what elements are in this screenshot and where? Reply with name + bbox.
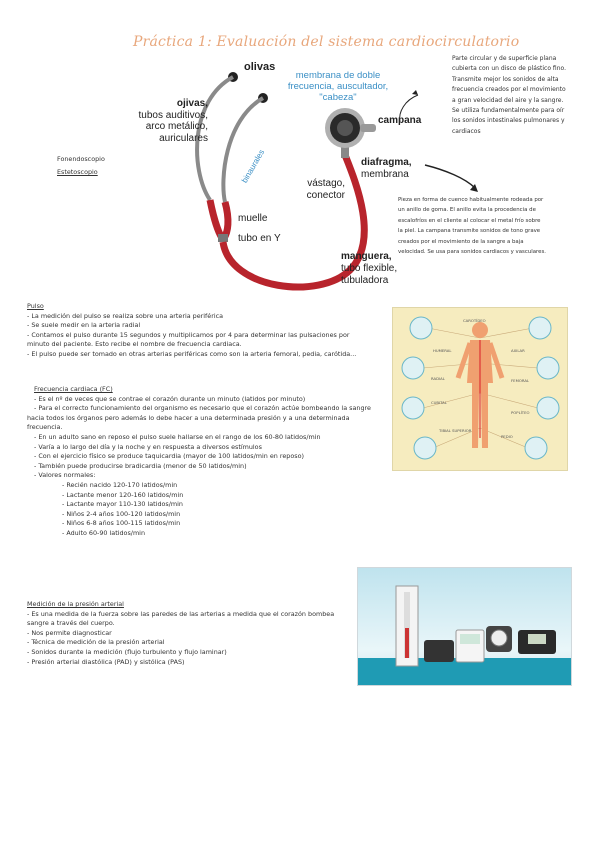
label-vastago: vástago, conector	[306, 178, 345, 201]
pulse-label-tibial: TIBIAL SUPERIOR	[439, 428, 472, 433]
label-muelle: muelle	[238, 213, 268, 224]
pulse-label-radial: RADIAL	[431, 376, 445, 381]
pulse-label-humeral: HUMERAL	[433, 348, 452, 353]
leader-lines	[399, 90, 478, 192]
label-tubo-y: tubo en Y	[238, 233, 281, 244]
label-diafragma: diafragma, membrana	[361, 157, 412, 180]
note-diafragma: Pieza en forma de cuenco habitualmente r…	[398, 197, 546, 256]
label-olivas: olivas	[244, 61, 276, 73]
pulse-label-popliteo: POPLÍTEO	[511, 410, 530, 415]
pulso-section: Pulso - La medición del pulso se realiza…	[27, 302, 357, 358]
stethoscope-illustration	[195, 72, 376, 291]
pulse-label-pedio: PEDIO	[501, 434, 513, 439]
blood-pressure-devices-image	[357, 567, 572, 686]
pulso-heading: Pulso	[27, 302, 44, 310]
fc-section: Frecuencia cardiaca (FC) - Es el nº de v…	[27, 385, 371, 537]
pulse-points-figure: CAROTÍDEO HUMERAL AXILAR RADIAL FEMORAL …	[392, 307, 568, 471]
pulse-label-carotideo: CAROTÍDEO	[463, 318, 486, 323]
label-membrana: membrana de doble frecuencia, auscultado…	[287, 70, 389, 103]
presion-heading: Medición de la presión arterial	[27, 600, 124, 608]
pulse-label-axilar: AXILAR	[511, 348, 525, 353]
label-fonendoscopio: Fonendoscopio	[57, 155, 105, 163]
pulse-label-femoral: FEMORAL	[511, 378, 530, 383]
label-manguera: manguera, tubo flexible, tubuladora	[341, 251, 398, 286]
label-estetoscopio: Estetoscopio	[57, 168, 98, 176]
fc-heading: Frecuencia cardiaca (FC)	[34, 385, 113, 393]
pulse-label-cubital: CUBITAL	[431, 400, 447, 405]
label-ojivas: ojivas, tubos auditivos, arco metálico, …	[138, 98, 209, 144]
presion-section: Medición de la presión arterial - Es una…	[27, 600, 335, 666]
page-title: Práctica 1: Evaluación del sistema cardi…	[133, 34, 520, 50]
